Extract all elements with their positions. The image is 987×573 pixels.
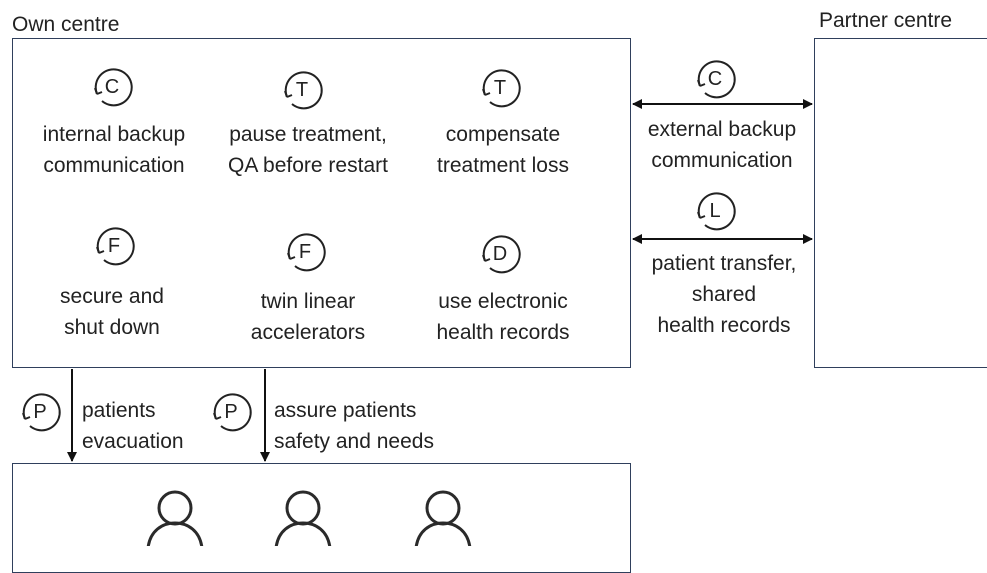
- cycle-icon: C: [691, 55, 739, 103]
- person-icon: [268, 486, 338, 549]
- measure-label: pause treatment,QA before restart: [228, 123, 388, 177]
- cycle-icon: D: [476, 230, 524, 278]
- badge-letter: C: [707, 67, 723, 90]
- partner-centre-title: Partner centre: [819, 9, 953, 32]
- cycle-icon: T: [476, 64, 524, 112]
- partner-centre-box: [814, 38, 987, 368]
- badge-letter: F: [107, 234, 121, 257]
- person-icon: [140, 486, 210, 549]
- badge-letter: L: [709, 199, 721, 222]
- own-centre-title: Own centre: [12, 13, 120, 36]
- badge-letter: F: [298, 240, 312, 263]
- person-icon: [408, 486, 478, 549]
- badge-letter: T: [493, 76, 507, 99]
- cycle-icon: P: [207, 388, 255, 436]
- cycle-icon: T: [278, 66, 326, 114]
- cycle-icon: F: [90, 222, 138, 270]
- cycle-icon: P: [16, 388, 64, 436]
- badge-letter: T: [295, 78, 309, 101]
- cycle-icon: F: [281, 228, 329, 276]
- cycle-icon: C: [88, 63, 136, 111]
- patients-box: [12, 463, 631, 573]
- badge-letter: P: [224, 400, 238, 423]
- badge-letter: C: [104, 75, 120, 98]
- cycle-icon: L: [691, 187, 739, 235]
- badge-letter: D: [492, 242, 508, 265]
- badge-letter: P: [33, 400, 47, 423]
- connector-arrows: [67, 99, 813, 462]
